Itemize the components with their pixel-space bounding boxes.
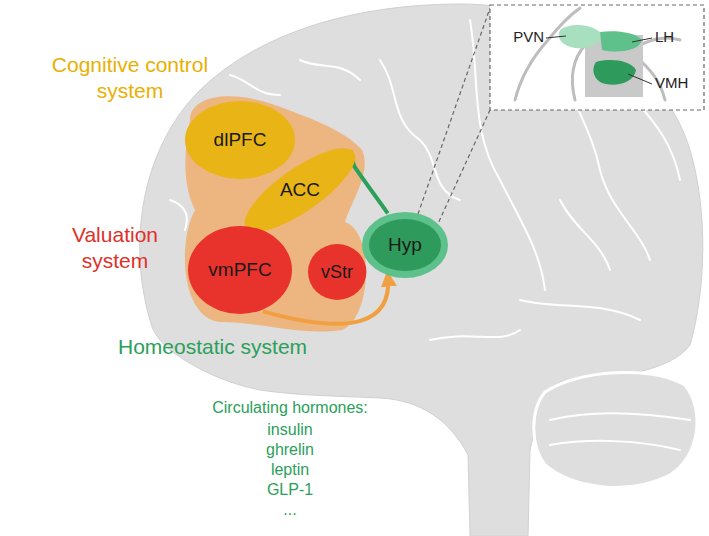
dlpfc-ellipse: dlPFC <box>185 101 295 179</box>
hormone-heading: Circulating hormones: <box>180 398 400 417</box>
node-label: vStr <box>321 262 353 283</box>
hormone-item: leptin <box>190 460 390 479</box>
node-label: vmPFC <box>208 259 271 281</box>
hormone-item: ghrelin <box>190 440 390 459</box>
node-label: ACC <box>280 179 320 201</box>
acc-ellipse: ACC <box>230 145 370 235</box>
cerebellum <box>534 372 697 487</box>
vmpfc-ellipse: vmPFC <box>188 226 292 314</box>
inset-box <box>490 5 704 110</box>
brain-outline <box>140 4 703 536</box>
system-region <box>185 96 366 331</box>
nucleus-label: LH <box>655 28 699 46</box>
vmh-region <box>593 60 636 85</box>
system-label: Cognitive control system <box>25 52 235 105</box>
hyp-ellipse: Hyp <box>362 212 448 278</box>
hormone-item: insulin <box>190 420 390 439</box>
sulci <box>170 20 690 450</box>
inset-connectors <box>418 8 490 228</box>
vstr-ellipse: vStr <box>308 244 366 300</box>
influence-arrow <box>351 160 388 213</box>
leader-lines <box>546 36 652 84</box>
hormone-item: GLP-1 <box>190 480 390 499</box>
pvn-region <box>559 25 601 48</box>
node-label: Hyp <box>388 234 422 256</box>
hormone-item: ... <box>190 500 390 519</box>
nucleus-label: PVN <box>500 28 544 46</box>
nucleus-label: VMH <box>655 74 703 92</box>
system-label: Homeostatic system <box>118 334 358 360</box>
node-label: dlPFC <box>214 129 267 151</box>
system-label: Valuation system <box>40 222 190 275</box>
